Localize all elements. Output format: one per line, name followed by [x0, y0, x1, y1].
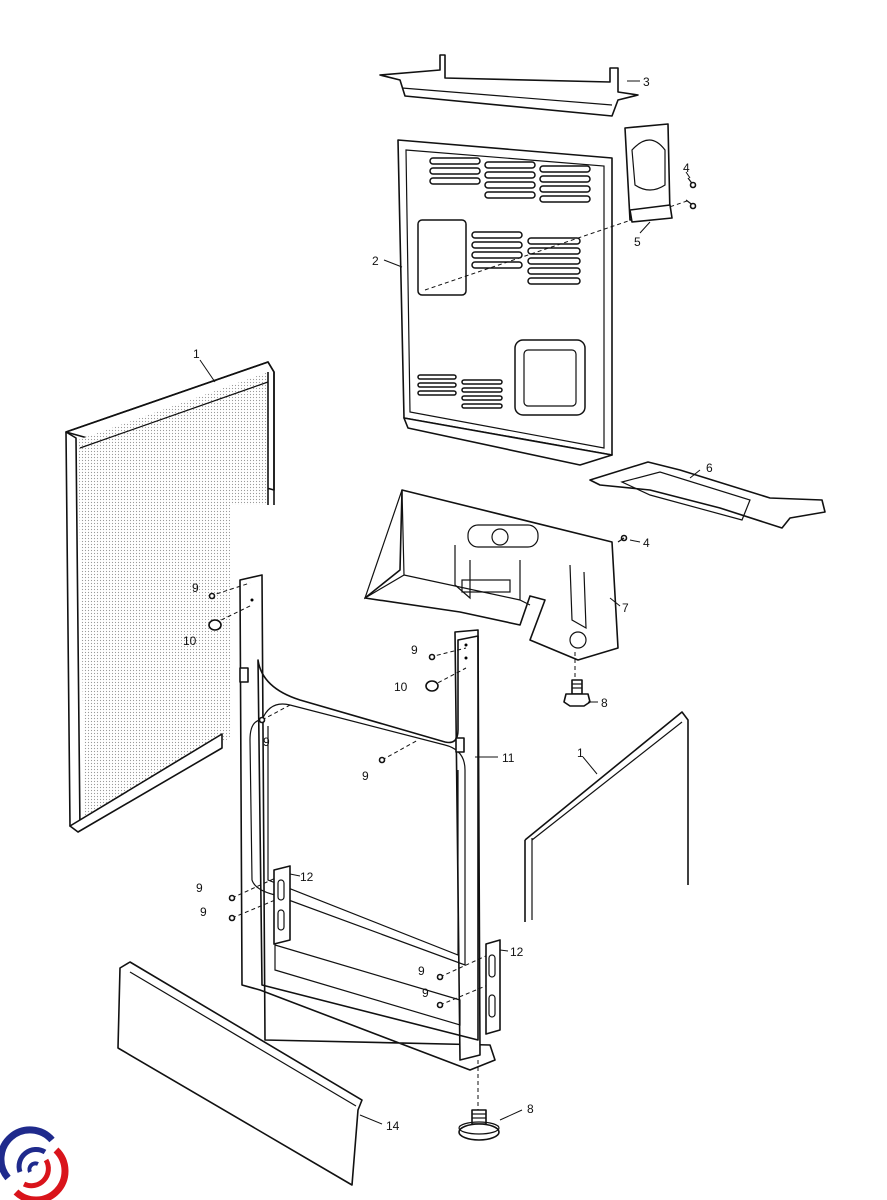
back-panel — [397, 139, 691, 466]
callout-6: 6 — [706, 461, 713, 475]
callout-9-g: 9 — [418, 964, 425, 978]
callout-12-left: 12 — [300, 870, 314, 884]
callout-1-right: 1 — [577, 746, 584, 760]
screws-4-top — [685, 177, 697, 210]
side-panel-right — [524, 711, 689, 922]
callout-9-d: 9 — [362, 769, 369, 783]
top-bracket — [379, 54, 639, 117]
callout-2: 2 — [372, 254, 379, 268]
callout-4-mid: 4 — [643, 536, 650, 550]
callout-4-top: 4 — [683, 161, 690, 175]
callout-9-c: 9 — [263, 735, 270, 749]
callout-1-left: 1 — [193, 347, 200, 361]
screws-9 — [208, 592, 444, 1009]
callout-3: 3 — [643, 75, 650, 89]
leveling-leg-upper — [563, 679, 591, 707]
kick-panel — [117, 961, 363, 1186]
callout-11: 11 — [502, 751, 515, 765]
front-frame — [209, 574, 496, 1110]
callout-9-h: 9 — [422, 986, 429, 1000]
cover-bracket — [624, 123, 673, 223]
base-tray — [363, 489, 619, 680]
vent-slots — [417, 157, 591, 409]
brand-logo — [0, 1126, 69, 1200]
callout-5: 5 — [634, 235, 641, 249]
callout-10-a: 10 — [183, 634, 197, 648]
hinge-left — [273, 865, 291, 945]
callout-9-b: 9 — [411, 643, 418, 657]
callout-10-b: 10 — [394, 680, 408, 694]
side-panel-left — [65, 361, 275, 833]
leader-lines — [199, 80, 701, 1125]
bottom-plate — [589, 461, 826, 529]
screw-4-mid — [617, 534, 628, 543]
hinge-right — [485, 939, 501, 1035]
leveling-leg-lower — [458, 1109, 500, 1141]
callout-9-a: 9 — [192, 581, 199, 595]
callout-12-right: 12 — [510, 945, 524, 959]
callout-8-upper: 8 — [601, 696, 608, 710]
callout-7: 7 — [622, 601, 629, 615]
callout-9-f: 9 — [200, 905, 207, 919]
callout-14: 14 — [386, 1119, 400, 1133]
callout-8-lower: 8 — [527, 1102, 534, 1116]
plugs-10 — [208, 619, 439, 692]
callout-9-e: 9 — [196, 881, 203, 895]
callout-labels: 1 2 3 4 5 6 4 7 8 9 10 9 10 9 9 11 1 12 … — [183, 75, 713, 1133]
